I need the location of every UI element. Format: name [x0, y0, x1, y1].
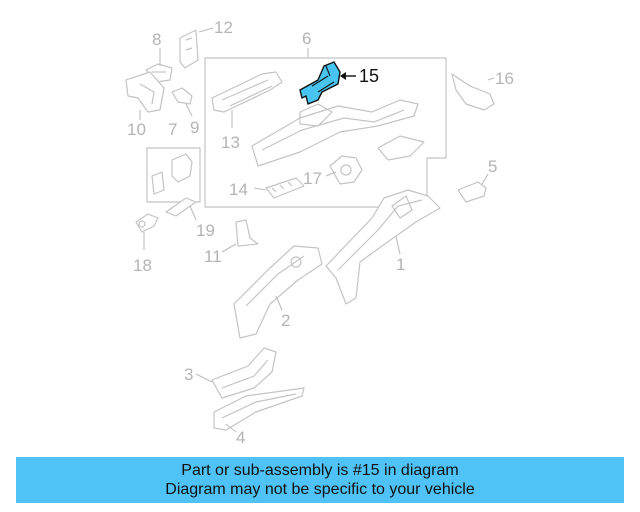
callout-13: 13	[221, 133, 240, 152]
callout-3: 3	[184, 365, 193, 384]
assembly-6-group-box	[204, 57, 447, 208]
callout-18: 18	[133, 256, 152, 275]
callout-9: 9	[190, 118, 199, 137]
part-14-brace[interactable]	[265, 177, 305, 199]
callout-4: 4	[236, 428, 245, 447]
callout-11: 11	[204, 247, 222, 266]
callout-19: 19	[196, 221, 215, 240]
banner-line-2: Diagram may not be specific to your vehi…	[165, 481, 475, 498]
part-16-bracket[interactable]	[451, 73, 495, 111]
parts-diagram: 12 8 10 9 7 13 6	[125, 18, 514, 447]
part-7-group-box	[146, 147, 201, 203]
part-11-bracket[interactable]	[235, 219, 259, 247]
callout-5: 5	[488, 157, 497, 176]
part-9-clip[interactable]	[171, 87, 193, 105]
part-12-bracket[interactable]	[179, 29, 199, 69]
banner-line-1: Part or sub-assembly is #15 in diagram	[181, 462, 459, 479]
part-10-bracket[interactable]	[125, 71, 165, 113]
callout-15-arrowhead	[340, 72, 346, 80]
callout-12: 12	[214, 18, 233, 37]
part-1-side-rail[interactable]	[325, 189, 441, 305]
callout-14: 14	[229, 180, 248, 199]
part-15-highlighted-bracket[interactable]	[299, 61, 341, 105]
callout-6: 6	[302, 29, 311, 48]
info-banner: Part or sub-assembly is #15 in diagram D…	[16, 457, 624, 503]
callout-8: 8	[152, 30, 161, 49]
part-18-link[interactable]	[135, 213, 159, 233]
callout-2: 2	[281, 311, 290, 330]
callout-7: 7	[168, 120, 177, 139]
callout-1: 1	[396, 255, 405, 274]
part-13-rail[interactable]	[211, 71, 283, 113]
callout-17: 17	[303, 169, 322, 188]
part-7-bracket[interactable]	[151, 153, 193, 195]
part-4-panel[interactable]	[213, 387, 305, 431]
part-3-extension[interactable]	[211, 347, 277, 399]
callout-15: 15	[359, 66, 379, 86]
part-19-brace[interactable]	[165, 197, 197, 217]
part-2-side-rail[interactable]	[233, 245, 323, 339]
callout-10: 10	[127, 120, 146, 139]
part-5-bracket[interactable]	[457, 181, 487, 203]
part-6-crossmember[interactable]	[251, 99, 425, 167]
callout-16: 16	[495, 69, 514, 88]
part-17-bracket[interactable]	[329, 155, 363, 185]
